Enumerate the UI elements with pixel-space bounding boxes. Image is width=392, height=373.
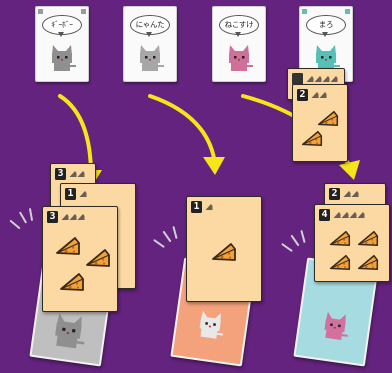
mini-cheese-icon bbox=[322, 75, 330, 83]
value-badge bbox=[292, 73, 303, 85]
mini-cheese-icon bbox=[205, 203, 213, 211]
corner-mark bbox=[81, 9, 86, 14]
cheese-icon bbox=[59, 271, 85, 293]
mini-cheese-icon bbox=[330, 75, 338, 83]
cheese-icon bbox=[211, 241, 237, 263]
cheese-icon bbox=[329, 229, 351, 248]
cheese-card-queued[interactable]: 2 bbox=[292, 84, 348, 162]
mini-cheese-icon bbox=[77, 213, 85, 221]
cat-card-1[interactable]: ｷﾞｰﾎﾞｰ bbox=[35, 6, 89, 82]
speech-tail bbox=[322, 32, 328, 37]
arrow-right-head bbox=[339, 160, 360, 180]
mini-cheese-icon bbox=[79, 190, 87, 198]
cheese-icon bbox=[357, 253, 379, 272]
cheese-icon bbox=[317, 109, 339, 128]
mini-cheese-icon bbox=[351, 190, 359, 198]
value-badge: 1 bbox=[65, 188, 76, 200]
value-badge: 2 bbox=[329, 188, 340, 200]
cheese-icon bbox=[357, 229, 379, 248]
cat-icon bbox=[193, 306, 227, 342]
cat-icon bbox=[318, 306, 352, 344]
mini-cheese-icon bbox=[357, 211, 365, 219]
arrow-middle-head bbox=[203, 157, 225, 175]
mini-cheese-icon bbox=[319, 91, 327, 99]
value-badge: 4 bbox=[319, 209, 330, 221]
mini-cheese-icon bbox=[77, 170, 85, 178]
mini-cheese-icon bbox=[311, 91, 319, 99]
mini-cheese-icon bbox=[306, 75, 314, 83]
cheese-card-top-middle[interactable]: 1 bbox=[186, 196, 262, 302]
cheese-card-top-right[interactable]: 4 bbox=[314, 204, 390, 282]
speech-tail bbox=[58, 32, 64, 37]
cheese-icon bbox=[301, 129, 323, 148]
corner-mark bbox=[345, 9, 350, 14]
mini-cheese-icon bbox=[343, 190, 351, 198]
mini-cheese-icon bbox=[341, 211, 349, 219]
cat-card-2[interactable]: にゃんた bbox=[123, 6, 177, 82]
mini-cheese-icon bbox=[61, 213, 69, 221]
cheese-icon bbox=[329, 253, 351, 272]
cat-icon bbox=[47, 307, 90, 352]
value-badge: 3 bbox=[47, 211, 58, 223]
mini-cheese-icon bbox=[69, 213, 77, 221]
value-badge: 1 bbox=[191, 201, 202, 213]
arrow-left bbox=[58, 94, 93, 174]
corner-mark bbox=[38, 9, 43, 14]
mini-cheese-icon bbox=[349, 211, 357, 219]
value-badge: 2 bbox=[297, 89, 308, 101]
value-badge: 3 bbox=[55, 168, 66, 180]
mini-cheese-icon bbox=[69, 170, 77, 178]
cheese-icon bbox=[55, 235, 81, 257]
cheese-card-top-left[interactable]: 3 bbox=[42, 206, 118, 312]
cheese-icon bbox=[85, 247, 111, 269]
mini-cheese-icon bbox=[333, 211, 341, 219]
mini-cheese-icon bbox=[314, 75, 322, 83]
arrow-middle bbox=[148, 94, 216, 160]
speech-tail bbox=[235, 32, 241, 37]
speech-tail bbox=[146, 32, 152, 37]
corner-mark bbox=[302, 9, 307, 14]
cat-card-3[interactable]: ねこすけ bbox=[212, 6, 266, 82]
